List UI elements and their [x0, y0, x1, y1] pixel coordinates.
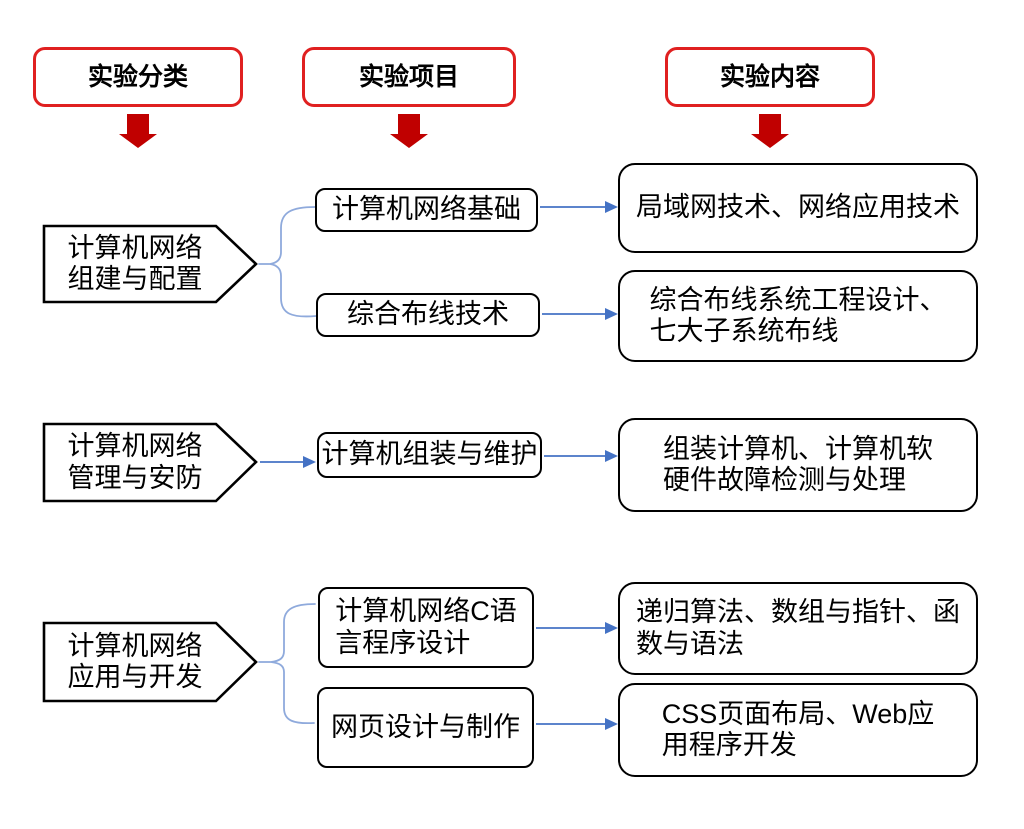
content-box-algorithms: 递归算法、数组与指针、函 数与语法: [618, 582, 978, 675]
project-box-cabling: 综合布线技术: [316, 293, 540, 337]
header-label: 实验项目: [358, 62, 459, 91]
category-pentagon: [42, 422, 258, 503]
arrow-connector: [544, 450, 618, 462]
header-label: 实验分类: [87, 62, 188, 91]
brace-connector: [258, 206, 317, 318]
header-label: 实验内容: [719, 62, 820, 91]
arrow-connector: [536, 622, 618, 634]
project-box-c-programming: 计算机网络C语 言程序设计: [318, 587, 534, 668]
category-label-network-development: 计算机网络 应用与开发: [67, 630, 203, 692]
arrow-connector: [542, 308, 618, 320]
content-box-cabling-systems: 综合布线系统工程设计、 七大子系统布线: [618, 270, 978, 362]
header-experiment-project: 实验项目: [302, 47, 516, 107]
down-block-arrow-icon: [751, 114, 789, 148]
category-pentagon: [42, 621, 258, 703]
header-experiment-category: 实验分类: [33, 47, 243, 107]
brace-connector: [258, 603, 316, 725]
down-block-arrow-icon: [119, 114, 157, 148]
project-box-assembly-maintenance: 计算机组装与维护: [317, 432, 542, 478]
category-pentagon: [42, 224, 258, 304]
arrow-connector: [540, 201, 618, 213]
category-label-network-management: 计算机网络 管理与安防: [67, 431, 203, 493]
content-box-lan-tech: 局域网技术、网络应用技术: [618, 163, 978, 253]
arrow-connector: [260, 456, 316, 468]
project-box-network-basics: 计算机网络基础: [315, 188, 538, 232]
header-experiment-content: 实验内容: [665, 47, 875, 107]
down-block-arrow-icon: [390, 114, 428, 148]
content-box-css-web: CSS页面布局、Web应 用程序开发: [618, 683, 978, 777]
project-box-web-design: 网页设计与制作: [317, 687, 534, 768]
content-box-assembly-faults: 组装计算机、计算机软 硬件故障检测与处理: [618, 418, 978, 512]
category-label-network-setup: 计算机网络 组建与配置: [67, 232, 203, 294]
arrow-connector: [536, 718, 618, 730]
